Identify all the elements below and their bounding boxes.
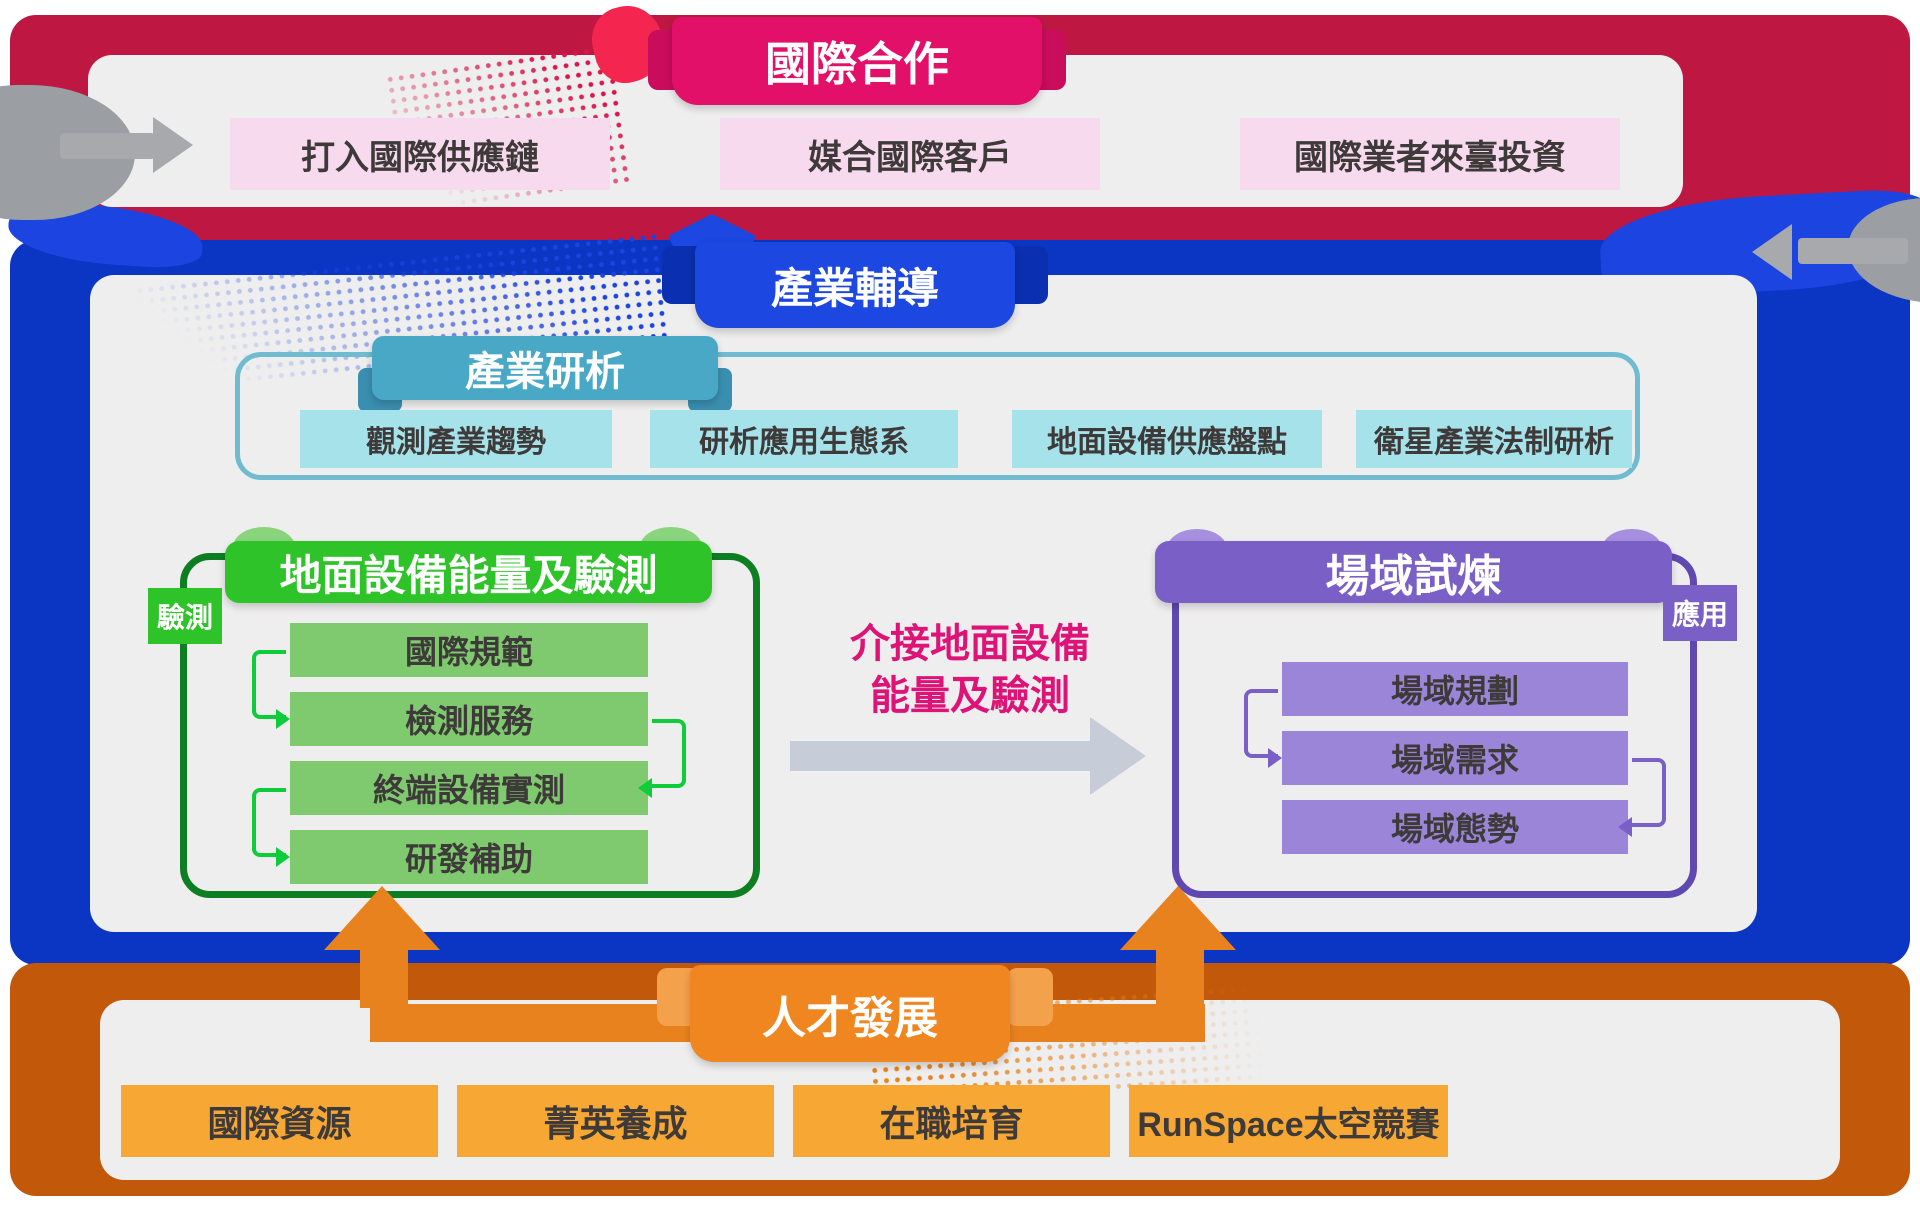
arrow-left-stem [60, 133, 155, 159]
flow-connector [252, 788, 286, 857]
tab-wing-right [1007, 968, 1053, 1026]
bridge-arrow-head-icon [1090, 717, 1146, 795]
equipment-item-standards: 國際規範 [290, 623, 648, 677]
container-industry-research [235, 352, 1640, 480]
field-item-demand: 場域需求 [1282, 731, 1628, 785]
tab-international-cooperation: 國際合作 [672, 17, 1042, 105]
talent-box-runspace: RunSpace太空競賽 [1129, 1085, 1448, 1157]
flow-arrow-icon [1268, 748, 1282, 768]
field-item-situation: 場域態勢 [1282, 800, 1628, 854]
flow-connector [252, 650, 286, 719]
bridge-note-line1: 介接地面設備 [850, 622, 1090, 666]
tag-verification: 驗測 [148, 588, 222, 644]
talent-box-intl-resources: 國際資源 [121, 1085, 438, 1157]
ribbon-ground-equipment: 地面設備能量及驗測 [225, 541, 712, 603]
flow-connector [1244, 689, 1278, 758]
arrow-right-stem [1798, 238, 1908, 264]
talent-box-onjob-training: 在職培育 [793, 1085, 1110, 1157]
research-box-regulation: 衛星產業法制研析 [1356, 410, 1632, 468]
equipment-item-testing: 檢測服務 [290, 692, 648, 746]
arrow-right-icon [153, 117, 193, 173]
talent-connector-bar-left [370, 1004, 710, 1042]
tab-talent-development: 人才發展 [690, 965, 1010, 1062]
equipment-item-rd-subsidy: 研發補助 [290, 830, 648, 884]
flow-connector [1632, 758, 1666, 827]
research-box-ecosystem: 研析應用生態系 [650, 410, 958, 468]
bridge-note-line2: 能量及驗測 [870, 674, 1070, 718]
tag-application: 應用 [1663, 585, 1737, 641]
talent-connector-stem-left [360, 946, 408, 1008]
flow-arrow-icon [276, 709, 290, 729]
ribbon-industry-research: 產業研析 [372, 336, 718, 400]
flow-connector [652, 719, 686, 788]
flow-arrow-icon [638, 778, 652, 798]
bridge-note: 介接地面設備 能量及驗測 [760, 618, 1180, 722]
intl-box-investment: 國際業者來臺投資 [1240, 118, 1620, 190]
arrow-up-icon [324, 886, 440, 950]
ribbon-field-trial: 場域試煉 [1155, 541, 1672, 603]
bridge-arrow-stem [790, 741, 1090, 771]
research-box-inventory: 地面設備供應盤點 [1012, 410, 1322, 468]
arrow-left-icon [1752, 224, 1792, 280]
talent-connector-stem-right [1156, 946, 1204, 1008]
flow-arrow-icon [1618, 817, 1632, 837]
flow-arrow-icon [276, 847, 290, 867]
arrow-up-icon [1120, 886, 1236, 950]
field-item-planning: 場域規劃 [1282, 662, 1628, 716]
tab-industry-guidance: 產業輔導 [695, 242, 1015, 328]
equipment-item-field-test: 終端設備實測 [290, 761, 648, 815]
talent-box-elite-training: 菁英養成 [457, 1085, 774, 1157]
intl-box-matchmaking: 媒合國際客戶 [720, 118, 1100, 190]
intl-box-supply-chain: 打入國際供應鏈 [230, 118, 610, 190]
research-box-trends: 觀測產業趨勢 [300, 410, 612, 468]
